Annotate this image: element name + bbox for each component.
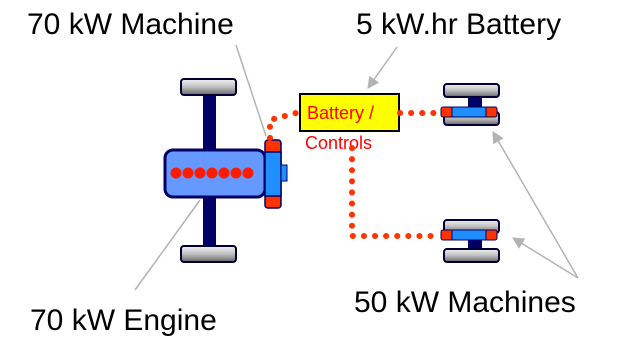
machine-70kw [264,139,288,209]
pointer-50kw-top [492,130,579,279]
pointer-lines [134,44,579,291]
engine-cylinders [170,167,254,179]
pointer-70kw-machine [235,44,267,137]
rear-top-wheel-upper [443,83,500,98]
rear-bottom-wheel-lower [443,248,500,263]
pointer-50kw-bottom [511,237,579,279]
battery-controls-box: Battery / Controls [299,93,400,153]
front-bottom-wheel [180,245,237,263]
front-top-wheel [180,78,237,96]
label-70kw-engine: 70 kW Engine [30,304,217,337]
label-50kw-machines: 50 kW Machines [354,286,576,319]
rear-top-machine-assembly [440,83,500,126]
electrical-wiring [267,109,444,239]
label-5kwhr-battery: 5 kW.hr Battery [356,8,561,41]
engine-block [163,148,267,199]
front-axle-assembly [180,78,237,263]
wire-machine-to-battery [267,109,303,141]
rear-bottom-machine-assembly [440,219,500,263]
pointer-battery [367,46,398,89]
label-70kw-machine: 70 kW Machine [27,8,234,41]
wire-battery-to-rear-bottom [349,145,443,239]
battery-box-label-line1: Battery / [307,103,374,123]
battery-box-label-line2: Controls [305,133,372,153]
pointer-engine [134,199,201,291]
